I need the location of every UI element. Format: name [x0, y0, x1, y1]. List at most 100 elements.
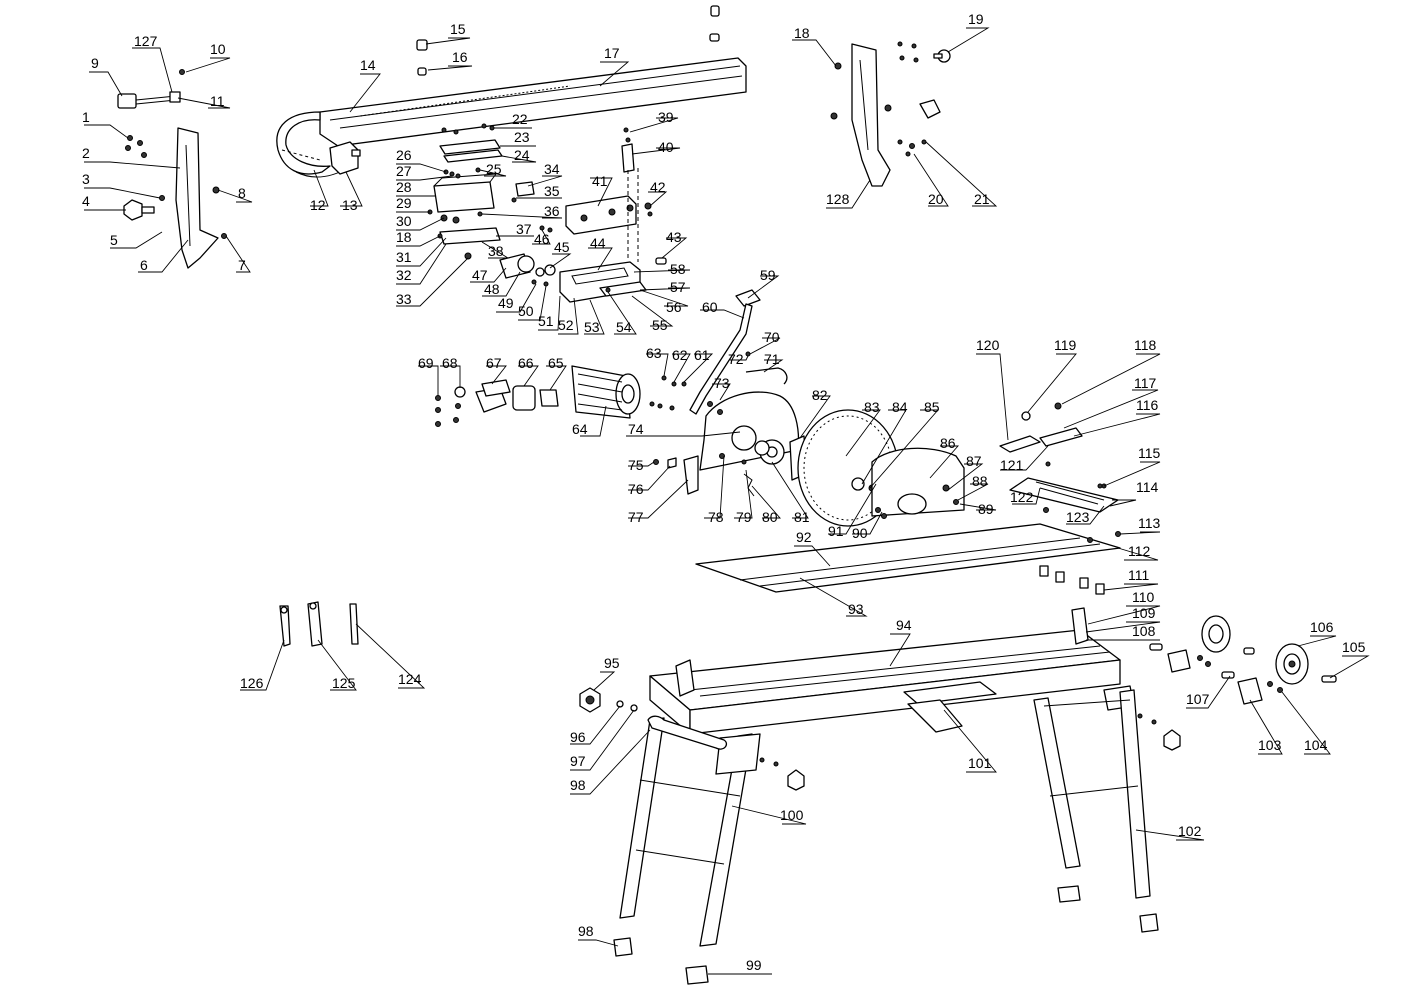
- bolts-15-16: [416, 5, 720, 76]
- callout-21: 21: [974, 191, 990, 207]
- slide-plate-38: [439, 227, 501, 245]
- callout-26: 26: [396, 147, 412, 163]
- guide-40: [621, 143, 639, 262]
- callout-20: 20: [928, 191, 944, 207]
- callout-89: 89: [978, 501, 994, 517]
- callout-37: 37: [516, 221, 532, 237]
- callout-77: 77: [628, 509, 644, 525]
- callout-125: 124: [398, 671, 422, 687]
- callout-92: 92: [796, 529, 812, 545]
- callout-126: 125: [332, 675, 356, 691]
- callout-80: 80: [762, 509, 778, 525]
- callout-9: 9: [91, 55, 99, 71]
- stand-frame: [649, 607, 1135, 735]
- callout-58: 58: [670, 261, 686, 277]
- callout-4: 4: [82, 193, 90, 209]
- link-125: [349, 603, 359, 645]
- callout-7: 7: [238, 257, 246, 273]
- callout-48: 48: [484, 281, 500, 297]
- callout-39: 39: [658, 109, 674, 125]
- callout-69: 69: [418, 355, 434, 371]
- legs-101: [619, 717, 761, 947]
- callout-96: 96: [570, 729, 586, 745]
- callout-68: 68: [442, 355, 458, 371]
- lock-knob-4: [123, 199, 155, 221]
- leader-lines: [84, 27, 1370, 975]
- knobs-frame: [759, 713, 1181, 791]
- cable-drag-chain-14: [276, 111, 331, 175]
- callout-59: 59: [760, 267, 776, 283]
- callout-32: 32: [396, 267, 412, 283]
- callout-15: 15: [450, 21, 466, 37]
- callout-93: 93: [848, 601, 864, 617]
- callout-116: 115: [1138, 445, 1161, 461]
- callout-74: 74: [628, 421, 644, 437]
- cover-66: [512, 385, 536, 411]
- callout-67: 67: [486, 355, 502, 371]
- callout-84: 84: [892, 399, 908, 415]
- link-126: [307, 601, 323, 647]
- callout-12: 12: [310, 197, 326, 213]
- terminal-box-67: [475, 379, 511, 413]
- callout-23: 23: [514, 129, 530, 145]
- callout-99: 98: [578, 923, 594, 939]
- callout-6: 6: [140, 257, 148, 273]
- riving-knife-77: [683, 455, 699, 495]
- callout-122: 121: [1000, 457, 1024, 473]
- callout-72: 72: [728, 351, 744, 367]
- callout-55: 55: [652, 317, 668, 333]
- capacitor-65: [539, 389, 559, 407]
- screws-96-97: [616, 700, 638, 712]
- table-top-92-93: [695, 523, 1121, 593]
- callout-14: 14: [360, 57, 376, 73]
- callout-24: 24: [514, 147, 530, 163]
- callout-28: 28: [396, 179, 412, 195]
- callout-83: 83: [864, 399, 880, 415]
- callout-57: 57: [670, 279, 686, 295]
- callout-65: 65: [548, 355, 564, 371]
- callout-107: 106: [1310, 619, 1334, 635]
- callout-98: 98: [570, 777, 586, 793]
- knob-95: [579, 687, 601, 713]
- callout-54: 54: [616, 319, 632, 335]
- parts-drawing: [117, 5, 1337, 985]
- callout-42: 42: [650, 179, 666, 195]
- power-plug-cable: [117, 69, 185, 109]
- callout-18-right: 18: [794, 25, 810, 41]
- callout-115: 114: [1136, 479, 1159, 495]
- callout-5: 5: [110, 232, 118, 248]
- carry-handle-98: [647, 715, 728, 750]
- link-127: [279, 605, 291, 647]
- callout-120: 119: [1054, 337, 1077, 353]
- callout-129: 128: [826, 191, 850, 207]
- callout-127: 126: [240, 675, 264, 691]
- callout-105: 104: [1304, 737, 1328, 753]
- callout-75: 75: [628, 457, 644, 473]
- callout-97: 97: [570, 753, 586, 769]
- callout-76: 76: [628, 481, 644, 497]
- wheel-brackets-104-108: [1149, 643, 1337, 705]
- callout-109: 108: [1132, 623, 1156, 639]
- callout-22: 22: [512, 111, 528, 127]
- callout-44: 44: [590, 235, 606, 251]
- callout-111: 110: [1132, 589, 1155, 605]
- small-screws-1-3: [125, 135, 165, 201]
- callout-88: 88: [972, 473, 988, 489]
- callout-71: 71: [764, 351, 780, 367]
- callout-2: 2: [82, 145, 90, 161]
- legs-103: [1033, 689, 1151, 899]
- carriage-base-44: [559, 261, 647, 303]
- callout-101: 100: [780, 807, 804, 823]
- wheel-107: [1275, 643, 1309, 685]
- callout-16: 16: [452, 49, 468, 65]
- callout-47: 47: [472, 267, 488, 283]
- water-tray-123-124: [1009, 477, 1119, 513]
- callout-117: 116: [1136, 397, 1159, 413]
- carriage-bracket-41: [565, 195, 637, 235]
- callout-82: 82: [812, 387, 828, 403]
- callout-90: 90: [852, 525, 868, 541]
- callout-123: 122: [1010, 489, 1034, 505]
- carriage-top-cover-23-24: [439, 139, 503, 163]
- callout-85: 85: [924, 399, 940, 415]
